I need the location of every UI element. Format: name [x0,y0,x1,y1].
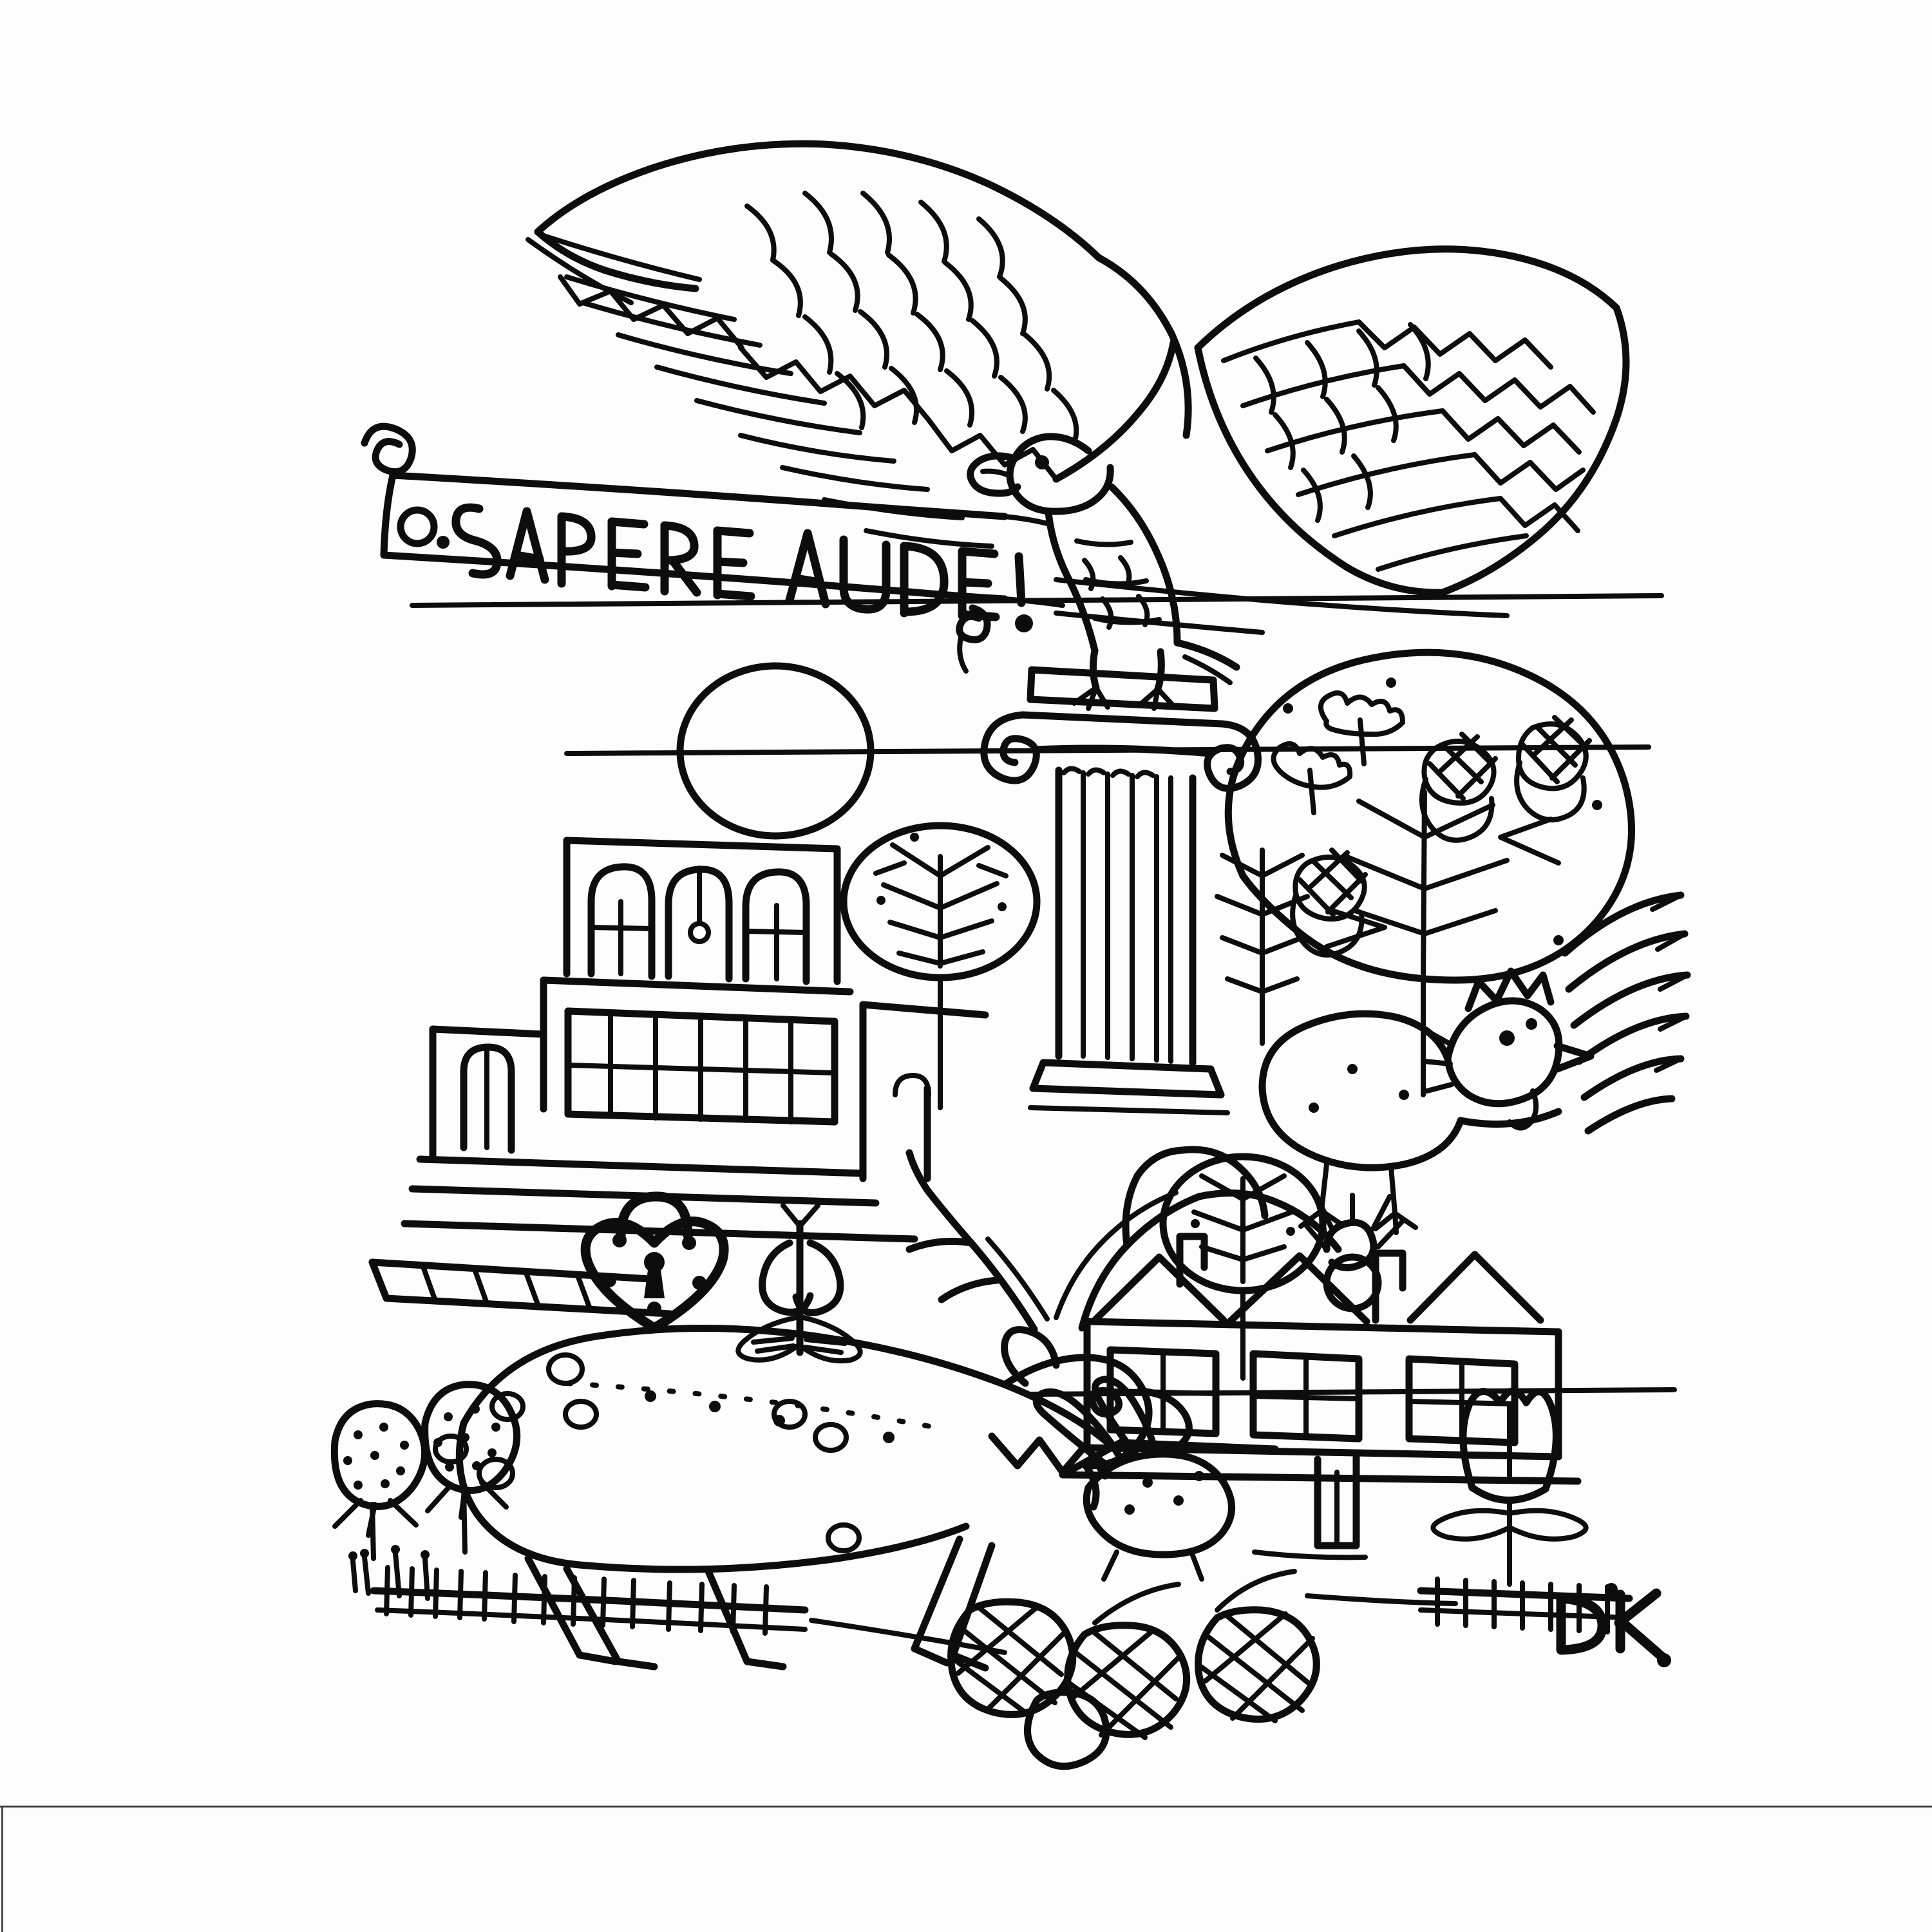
tulip [1430,1387,1589,1587]
picket-fence-left [348,1545,809,1636]
houses [1059,1233,1582,1549]
motto-banner [361,422,1510,674]
rabbit [1032,1376,1235,1582]
ground-lines [809,1549,1458,1655]
scan-edge-left-line [1,1807,3,1932]
banner-letter-strokes [397,503,1033,632]
sun-disc [676,662,875,840]
heart-padlock [580,1191,729,1333]
acorn-1 [1419,732,1498,843]
small-tree-right [1215,848,1310,1046]
acorn-2 [1514,715,1592,822]
eagle [526,140,1630,711]
small-tree-left [840,822,1041,1110]
small-tree-circle [1159,1153,1327,1381]
rooster [1258,891,1691,1235]
strawberries [330,1381,521,1561]
leaves-bottom [947,1569,1320,1770]
gothic-building [368,837,989,1318]
ionic-column [980,666,1262,1115]
scan-edge-line [0,1805,1932,1808]
oak-canopy [1224,649,1635,1097]
artist-signature [1556,1583,1671,1667]
